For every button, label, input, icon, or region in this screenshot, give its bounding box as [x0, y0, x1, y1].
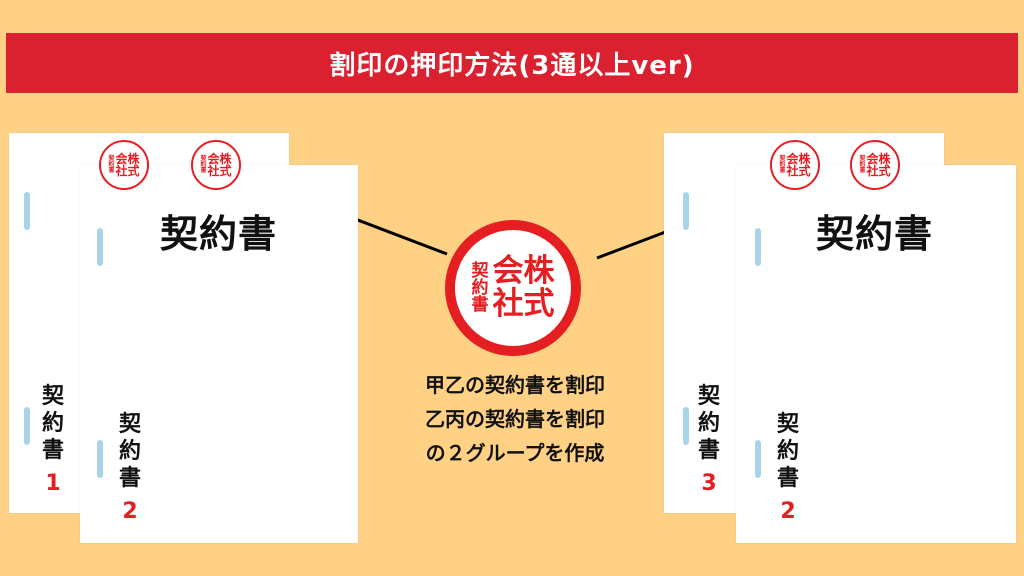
- seal-char: 契: [471, 260, 489, 281]
- fold-mark: [97, 228, 103, 266]
- label-char: 契: [119, 412, 142, 437]
- caption-text: 甲乙の契約書を割印 乙丙の契約書を割印 の２グループを作成: [360, 368, 670, 470]
- company-seal-small: 契約書 会株社式: [850, 140, 900, 190]
- contract-paper-2: [80, 165, 358, 543]
- contract-label-2: 契 約 書 2: [119, 411, 141, 525]
- seal-char: 式: [523, 286, 555, 322]
- fold-mark: [24, 192, 30, 230]
- contract-number: 3: [701, 471, 717, 496]
- document-title: 契約書: [816, 212, 934, 256]
- label-char: 契: [777, 412, 800, 437]
- contract-number: 2: [122, 499, 138, 524]
- label-char: 書: [119, 466, 142, 491]
- seal-char: 株: [523, 253, 555, 289]
- label-char: 書: [698, 438, 721, 463]
- fold-mark: [755, 228, 761, 266]
- label-char: 契: [698, 384, 721, 409]
- seal-char: 会: [492, 253, 524, 289]
- caption-line-1: 甲乙の契約書を割印: [425, 373, 605, 397]
- fold-mark: [97, 440, 103, 478]
- document-title: 契約書: [160, 212, 278, 256]
- label-char: 約: [698, 411, 721, 436]
- label-char: 約: [777, 439, 800, 464]
- fold-mark: [755, 440, 761, 478]
- caption-line-3: の２グループを作成: [425, 441, 605, 465]
- caption-line-2: 乙丙の契約書を割印: [425, 407, 605, 431]
- contract-label-1: 契 約 書 1: [42, 383, 64, 497]
- contract-number: 1: [45, 471, 61, 496]
- seal-char: 社: [492, 286, 524, 322]
- company-seal-small: 契約書 会株社式: [770, 140, 820, 190]
- label-char: 約: [119, 439, 142, 464]
- label-char: 書: [42, 438, 65, 463]
- company-seal-small: 契約書 会株社式: [99, 140, 149, 190]
- fold-mark: [24, 407, 30, 445]
- company-seal-small: 契約書 会株社式: [191, 140, 241, 190]
- contract-label-2-right: 契 約 書 2: [777, 411, 799, 525]
- title-banner: 割印の押印方法(3通以上ver): [6, 33, 1018, 93]
- seal-char: 約: [471, 277, 489, 298]
- company-seal-large: 契 約 書 会 株 社 式: [445, 220, 581, 356]
- contract-paper-2-right: [736, 165, 1016, 543]
- title-text: 割印の押印方法(3通以上ver): [329, 50, 695, 81]
- label-char: 書: [777, 466, 800, 491]
- label-char: 約: [42, 411, 65, 436]
- fold-mark: [683, 407, 689, 445]
- fold-mark: [683, 192, 689, 230]
- label-char: 契: [42, 384, 65, 409]
- seal-char: 書: [471, 294, 489, 315]
- contract-number: 2: [780, 499, 796, 524]
- contract-label-3: 契 約 書 3: [698, 383, 720, 497]
